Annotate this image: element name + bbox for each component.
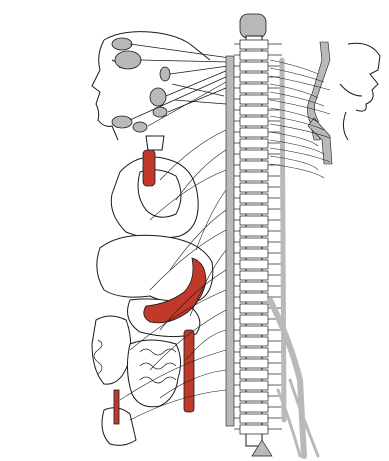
cranial-nerves	[130, 44, 230, 126]
vertebra	[240, 95, 268, 104]
vertebra	[240, 282, 268, 291]
vertebra	[240, 304, 268, 313]
vertebra	[240, 238, 268, 247]
vertebra	[240, 392, 268, 401]
vertebra	[240, 172, 268, 181]
vertebra	[240, 337, 268, 346]
vertebra	[240, 194, 268, 203]
vertebra	[240, 227, 268, 236]
vertebra	[240, 359, 268, 368]
vertebra	[240, 139, 268, 148]
thoracic-organs	[111, 136, 198, 238]
nerve-fiber	[270, 132, 318, 146]
vertebra	[240, 117, 268, 126]
vertebra	[240, 84, 268, 93]
vertebra	[240, 315, 268, 324]
vertebra	[240, 183, 268, 192]
vertebra	[240, 62, 268, 71]
vertebra	[240, 73, 268, 82]
nerve-fiber	[270, 60, 318, 74]
nerve-fiber	[270, 100, 330, 114]
vertebra	[240, 260, 268, 269]
head-profile-left	[92, 32, 210, 140]
vertebra	[240, 381, 268, 390]
vertebra	[240, 205, 268, 214]
brainstem	[240, 14, 266, 38]
vertebra	[240, 106, 268, 115]
vertebra	[240, 128, 268, 137]
vertebra	[240, 326, 268, 335]
vertebra	[240, 51, 268, 60]
vertebra	[240, 425, 268, 434]
vertebra	[240, 370, 268, 379]
vertebra	[240, 403, 268, 412]
head-profile-right	[340, 43, 380, 140]
vertebra	[240, 249, 268, 258]
vertebra	[240, 216, 268, 225]
spinal-column	[234, 14, 282, 456]
nerve-fiber	[270, 148, 330, 162]
sympathetic-chain	[226, 56, 234, 426]
esophagus-red	[143, 150, 155, 186]
vertebra	[240, 348, 268, 357]
vertebra	[240, 414, 268, 423]
nerve-fiber	[196, 190, 226, 250]
vertebra	[240, 293, 268, 302]
vertebra	[240, 150, 268, 159]
cranial-ganglia	[112, 38, 170, 132]
vertebra	[240, 161, 268, 170]
vertebra	[240, 271, 268, 280]
vertebra	[240, 40, 268, 49]
right-upper-nerve-gray	[307, 42, 332, 164]
nerve-fiber	[270, 140, 324, 154]
